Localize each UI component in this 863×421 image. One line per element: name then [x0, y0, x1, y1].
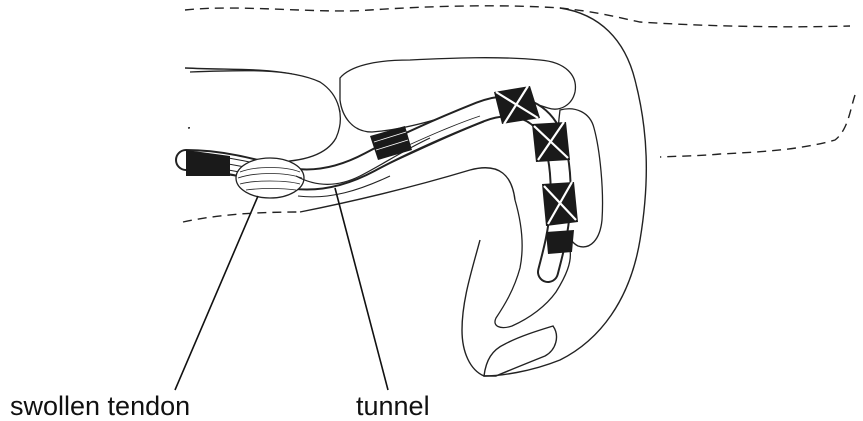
label-swollen-tendon: swollen tendon: [10, 393, 190, 420]
leader-line-swollen-tendon: [175, 196, 258, 390]
leader-line-tunnel: [335, 188, 388, 390]
swollen-tendon-nodule: [236, 158, 304, 198]
label-tunnel: tunnel: [356, 393, 430, 420]
leader-lines: [175, 188, 388, 390]
